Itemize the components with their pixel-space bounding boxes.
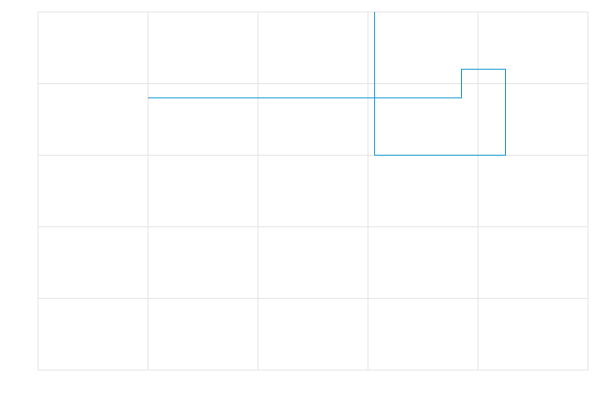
series-group: [148, 12, 506, 156]
series-line-0: [148, 12, 506, 156]
